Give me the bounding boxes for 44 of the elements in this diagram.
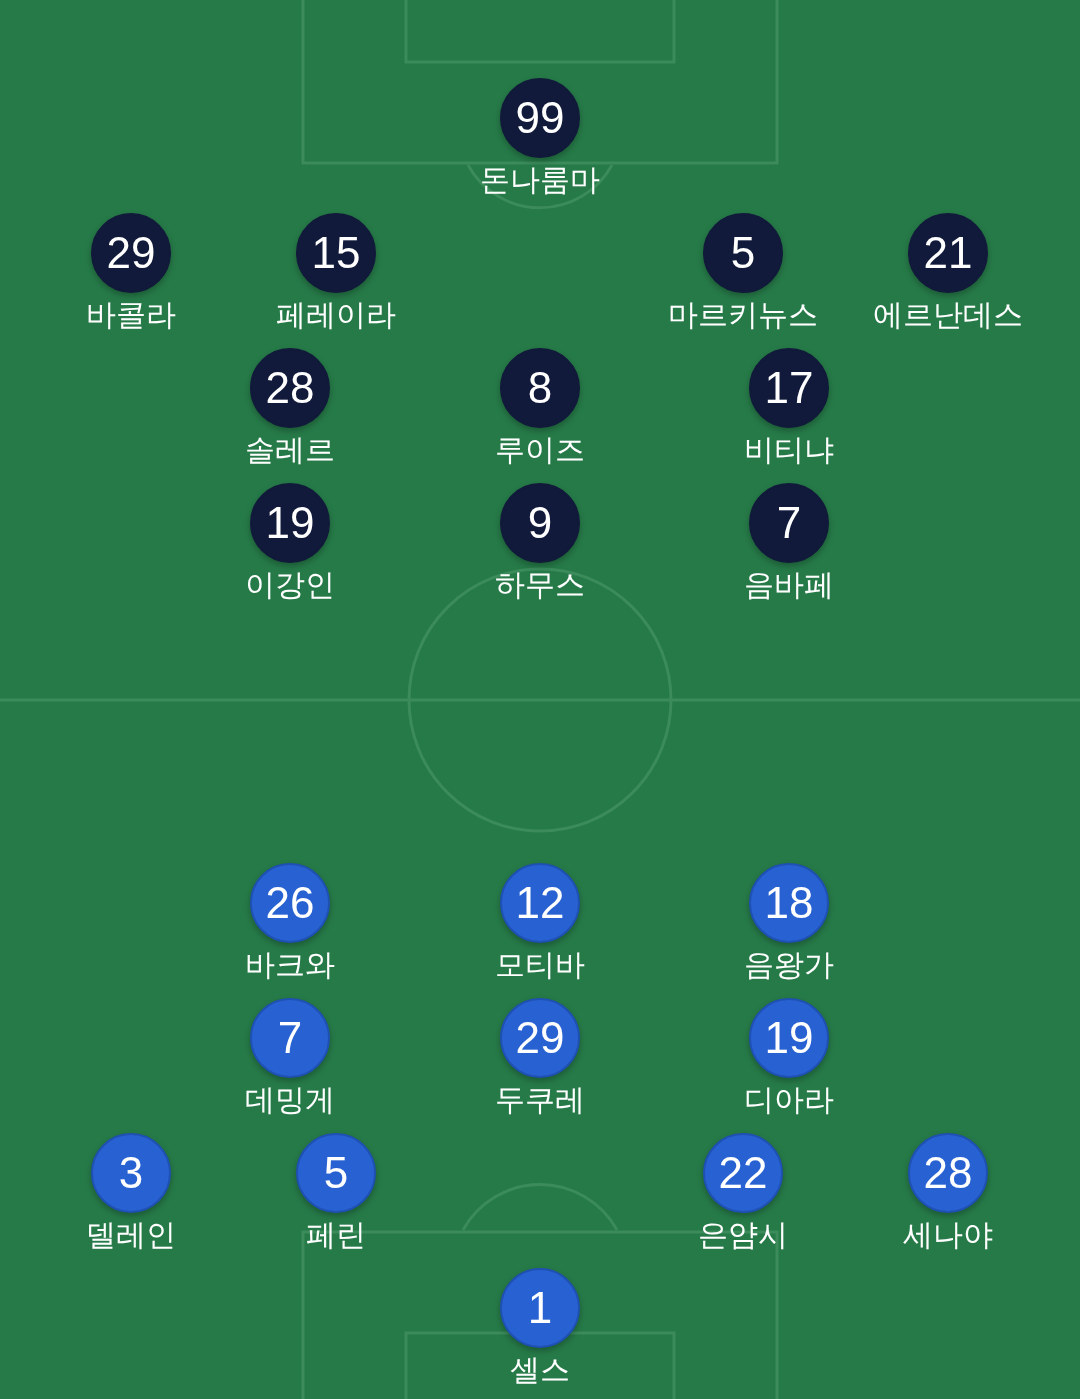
jersey-number-marker: 3 [91,1133,171,1213]
player-name: 음바페 [744,567,834,603]
player-name: 디아라 [744,1082,834,1118]
jersey-number-marker: 17 [749,348,829,428]
player-name: 솔레르 [245,432,335,468]
jersey-number-marker: 28 [250,348,330,428]
jersey-number-marker: 29 [500,998,580,1078]
jersey-number-marker: 29 [91,213,171,293]
jersey-number-marker: 5 [296,1133,376,1213]
player-name: 데밍게 [245,1082,335,1118]
jersey-number-marker: 26 [250,863,330,943]
jersey-number-marker: 8 [500,348,580,428]
jersey-number-marker: 15 [296,213,376,293]
player-name: 델레인 [86,1217,176,1253]
player-name: 바콜라 [86,297,176,333]
player-name: 루이즈 [495,432,585,468]
jersey-number-marker: 21 [908,213,988,293]
player-name: 페레이라 [276,297,396,333]
player-name: 음왕가 [744,947,834,983]
jersey-number-marker: 1 [500,1268,580,1348]
player-name: 모티바 [495,947,585,983]
player-name: 세나야 [903,1217,993,1253]
player-name: 은얌시 [698,1217,788,1253]
jersey-number-marker: 9 [500,483,580,563]
player-name: 셀스 [510,1352,570,1388]
player-name: 하무스 [495,567,585,603]
player-name: 두쿠레 [495,1082,585,1118]
jersey-number-marker: 7 [250,998,330,1078]
player-name: 에르난데스 [873,297,1023,333]
jersey-number-marker: 99 [500,78,580,158]
player-name: 돈나룸마 [480,162,600,198]
jersey-number-marker: 19 [250,483,330,563]
jersey-number-marker: 22 [703,1133,783,1213]
jersey-number-marker: 28 [908,1133,988,1213]
player-name: 비티냐 [744,432,834,468]
jersey-number-marker: 7 [749,483,829,563]
player-name: 페린 [306,1217,366,1253]
jersey-number-marker: 5 [703,213,783,293]
player-name: 마르키뉴스 [668,297,818,333]
jersey-number-marker: 18 [749,863,829,943]
jersey-number-marker: 19 [749,998,829,1078]
player-name: 바크와 [245,947,335,983]
player-name: 이강인 [245,567,335,603]
jersey-number-marker: 12 [500,863,580,943]
